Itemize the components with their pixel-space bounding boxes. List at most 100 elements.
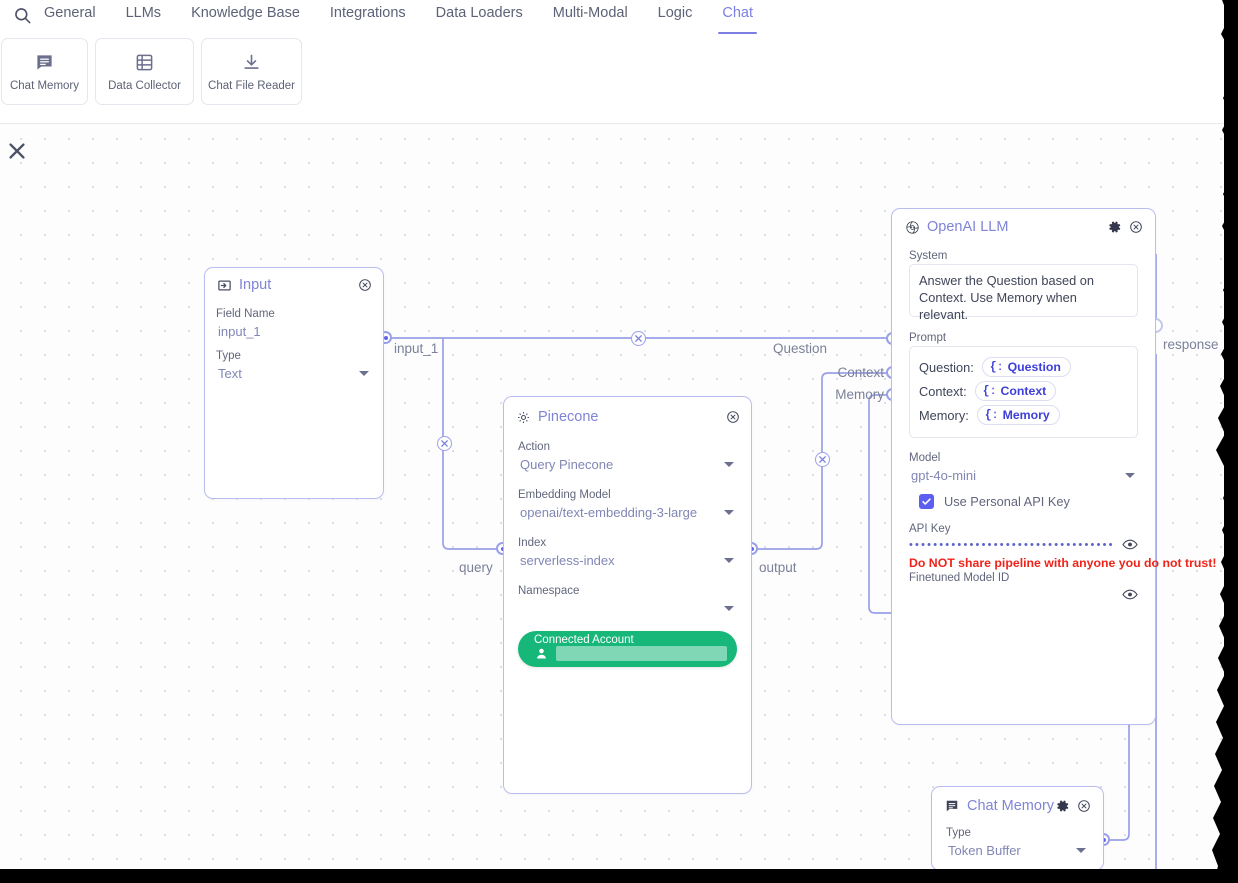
chevron-down-icon[interactable] <box>359 371 369 376</box>
close-circle-icon[interactable] <box>725 410 740 425</box>
tab-knowledge-base[interactable]: Knowledge Base <box>191 4 300 21</box>
tab-integrations[interactable]: Integrations <box>329 4 406 21</box>
input-arrow-icon <box>216 277 232 293</box>
close-circle-icon[interactable] <box>357 278 372 293</box>
field-label-finetuned-model-id: Finetuned Model ID <box>909 572 1010 584</box>
pinecone-icon <box>515 409 531 425</box>
edge-label-response: response <box>1163 337 1219 352</box>
palette-card-label: Chat File Reader <box>208 80 295 92</box>
node-chat-memory[interactable]: Chat Memory Type <box>931 786 1104 869</box>
chevron-down-icon[interactable] <box>724 558 734 563</box>
chevron-down-icon[interactable] <box>1125 473 1135 478</box>
eye-icon[interactable] <box>1122 588 1138 602</box>
brace-icon: {ː <box>982 384 997 398</box>
select-embedding-model[interactable]: openai/text-embedding-3-large <box>518 503 737 522</box>
openai-icon <box>904 219 920 235</box>
system-prompt-textarea[interactable]: Answer the Question based on Context. Us… <box>909 264 1138 322</box>
field-value-type: Token Buffer <box>948 843 1021 858</box>
edge-input-to-query <box>442 338 503 550</box>
palette-card-chat-memory[interactable]: Chat Memory <box>1 38 88 105</box>
palette-card-list: Chat Memory Data Collector <box>0 38 302 105</box>
table-list-icon <box>135 51 154 73</box>
finetuned-model-id-row[interactable] <box>909 587 1138 603</box>
node-title: Input <box>239 277 272 293</box>
node-pinecone-body: Action Query Pinecone Embedding Model op… <box>504 429 751 677</box>
download-icon <box>242 51 261 73</box>
use-personal-api-key-checkbox[interactable] <box>919 494 934 509</box>
field-value-field-name[interactable]: input_1 <box>218 324 261 339</box>
tab-llms[interactable]: LLMs <box>125 4 162 21</box>
palette-card-data-collector[interactable]: Data Collector <box>95 38 194 105</box>
page-edge-bottom <box>0 869 1238 883</box>
chat-bubble-icon <box>944 798 960 814</box>
use-personal-api-key-label: Use Personal API Key <box>944 494 1070 509</box>
chevron-down-icon[interactable] <box>724 462 734 467</box>
node-title: OpenAI LLM <box>927 219 1009 235</box>
node-openai-llm-body: System Answer the Question based on Cont… <box>892 250 1216 613</box>
chevron-down-icon[interactable] <box>724 606 734 611</box>
select-model[interactable]: gpt-4o-mini <box>909 466 1138 485</box>
edge-delete-button-input-query[interactable] <box>437 436 452 451</box>
node-chat-memory-header: Chat Memory <box>932 787 1103 816</box>
edge-delete-button-output-context[interactable] <box>815 452 830 467</box>
variable-chip-label: Context <box>1000 384 1047 398</box>
node-pinecone-header: Pinecone <box>504 397 751 429</box>
node-palette-panel: General LLMs Knowledge Base Integrations… <box>0 0 1224 124</box>
connected-account-pill[interactable]: Connected Account <box>518 631 737 667</box>
field-label-api-key: API Key <box>909 523 951 535</box>
pipeline-canvas[interactable]: input_1 query output Question Context Me… <box>0 124 1224 869</box>
node-openai-llm[interactable]: OpenAI LLM System <box>891 208 1216 725</box>
variable-chip-context[interactable]: {ː Context <box>974 381 1057 401</box>
node-input[interactable]: Input Field Name input_1 Type Text <box>204 267 384 499</box>
field-value-action: Query Pinecone <box>520 457 614 472</box>
select-type[interactable]: Text <box>216 364 372 383</box>
select-namespace[interactable] <box>518 599 737 618</box>
close-circle-icon[interactable] <box>1128 220 1143 235</box>
api-key-field[interactable]: ••••••••••••••••••••••••••••••••••••• <box>909 539 1114 551</box>
node-title: Pinecone <box>538 409 599 425</box>
tab-logic[interactable]: Logic <box>657 4 693 21</box>
field-value-type: Text <box>218 366 242 381</box>
node-actions <box>357 278 372 293</box>
field-label-index: Index <box>518 537 547 549</box>
tab-multi-modal[interactable]: Multi-Modal <box>552 4 628 21</box>
chevron-down-icon[interactable] <box>724 510 734 515</box>
chevron-down-icon[interactable] <box>1076 848 1086 853</box>
connected-account-label: Connected Account <box>534 634 634 646</box>
api-key-row[interactable]: ••••••••••••••••••••••••••••••••••••• <box>909 538 1138 552</box>
tab-data-loaders[interactable]: Data Loaders <box>435 4 523 21</box>
select-chat-memory-type[interactable]: Token Buffer <box>946 841 1089 860</box>
edge-label-query: query <box>459 560 493 575</box>
page-edge-right <box>1224 0 1238 883</box>
select-action[interactable]: Query Pinecone <box>518 455 737 474</box>
field-value-model: gpt-4o-mini <box>911 468 977 483</box>
node-pinecone[interactable]: Pinecone Action Query Pinecone Embedding… <box>503 396 752 794</box>
gear-icon[interactable] <box>1107 220 1122 235</box>
palette-card-chat-file-reader[interactable]: Chat File Reader <box>201 38 302 105</box>
field-value-namespace <box>518 607 724 611</box>
close-circle-icon[interactable] <box>1076 799 1091 814</box>
tab-general[interactable]: General <box>44 4 96 21</box>
gear-icon[interactable] <box>1055 799 1070 814</box>
prompt-editor[interactable]: Question: {ː Question Context: {ː Contex… <box>909 346 1138 438</box>
tab-chat[interactable]: Chat <box>718 6 757 34</box>
close-icon[interactable] <box>6 140 28 162</box>
node-actions <box>1055 799 1091 814</box>
prompt-key: Memory: <box>919 407 969 423</box>
variable-chip-memory[interactable]: {ː Memory <box>976 405 1060 425</box>
variable-chip-label: Question <box>1007 360 1061 374</box>
edge-delete-button-input-question[interactable] <box>631 331 646 346</box>
brace-icon: {ː <box>984 408 999 422</box>
use-personal-api-key-row[interactable]: Use Personal API Key <box>909 494 1138 509</box>
edge-label-memory: Memory <box>835 387 884 402</box>
select-index[interactable]: serverless-index <box>518 551 737 570</box>
node-title: Chat Memory <box>967 798 1055 814</box>
search-icon[interactable] <box>0 0 44 30</box>
eye-icon[interactable] <box>1122 538 1138 552</box>
node-actions <box>725 410 740 425</box>
variable-chip-question[interactable]: {ː Question <box>981 357 1071 377</box>
edge-label-question: Question <box>772 341 827 356</box>
node-input-header: Input <box>205 268 383 297</box>
edge-label-input-1: input_1 <box>394 341 439 356</box>
